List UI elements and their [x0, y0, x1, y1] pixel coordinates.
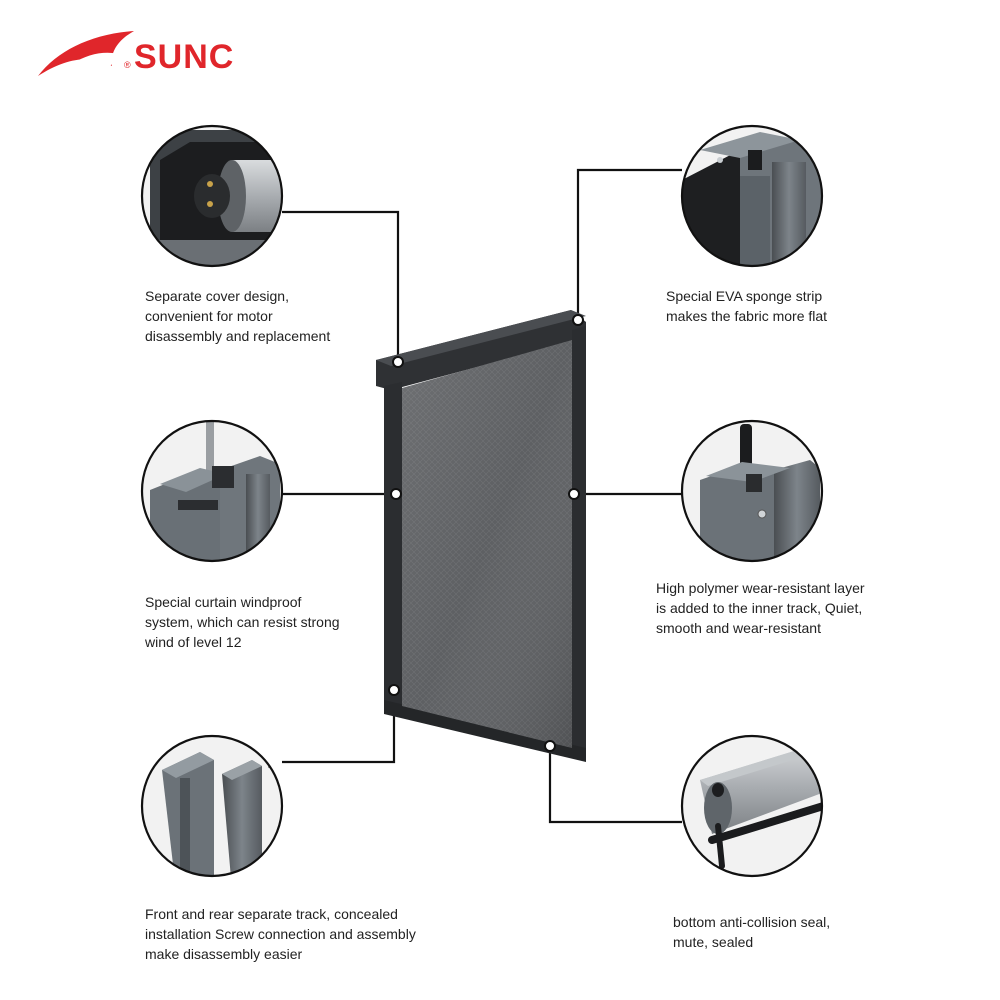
caption-eva-line-2: makes the fabric more flat [666, 308, 828, 324]
caption-seal-line-2: mute, sealed [673, 934, 754, 950]
leader-cover [282, 210, 400, 360]
point-seal [544, 740, 556, 752]
caption-seal-line-1: bottom anti-collision seal, [673, 914, 831, 930]
caption-cover-line-2: convenient for motor [145, 308, 273, 324]
detail-polymer-track [680, 419, 824, 563]
caption-windproof-line-1: Special curtain windproof [145, 594, 302, 610]
point-eva [572, 314, 584, 326]
caption-track: Front and rear separate track, concealed… [145, 904, 416, 964]
caption-polymer-line-2: is added to the inner track, Quiet, [656, 600, 863, 616]
side-track-left [384, 382, 402, 712]
caption-windproof-line-3: wind of level 12 [145, 634, 242, 650]
point-cover [392, 356, 404, 368]
point-polymer [568, 488, 580, 500]
caption-cover-line-3: disassembly and replacement [145, 328, 331, 344]
detail-cover-motor [140, 124, 284, 268]
caption-eva: Special EVA sponge strip makes the fabri… [666, 286, 827, 326]
brand-logo: ® SUNC [38, 31, 234, 76]
screen-product [376, 310, 586, 762]
caption-eva-line-1: Special EVA sponge strip [666, 288, 823, 304]
head-box-top [376, 310, 586, 366]
logo-wordmark: SUNC [134, 38, 234, 76]
caption-polymer-line-1: High polymer wear-resistant layer [656, 580, 865, 596]
point-track [388, 684, 400, 696]
detail-bottom-seal [680, 734, 824, 878]
leader-lines [282, 168, 682, 824]
caption-cover-line-1: Separate cover design, [145, 288, 289, 304]
caption-track-line-1: Front and rear separate track, concealed [145, 906, 398, 922]
logo-swoosh-tail-icon [72, 52, 126, 74]
leader-track [282, 690, 396, 764]
head-box [376, 310, 586, 390]
caption-windproof-line-2: system, which can resist strong [145, 614, 340, 630]
logo-swoosh-icon [38, 31, 134, 76]
caption-windproof: Special curtain windproof system, which … [145, 592, 340, 652]
caption-track-line-3: make disassembly easier [145, 946, 303, 962]
detail-windproof-track [140, 419, 284, 563]
detail-eva-strip [680, 124, 824, 268]
detail-separate-tracks [140, 734, 284, 878]
bottom-bar [384, 700, 586, 762]
caption-polymer: High polymer wear-resistant layer is add… [656, 578, 865, 638]
caption-cover: Separate cover design, convenient for mo… [145, 286, 330, 346]
caption-polymer-line-3: smooth and wear-resistant [656, 620, 821, 636]
mesh-shading [402, 340, 572, 748]
leader-seal [548, 748, 682, 824]
caption-track-line-2: installation Screw connection and assemb… [145, 926, 416, 942]
caption-seal: bottom anti-collision seal, mute, sealed [673, 912, 830, 952]
logo-registered-mark: ® [124, 60, 131, 70]
point-windproof [390, 488, 402, 500]
leader-eva [576, 168, 682, 318]
side-track-right [572, 326, 586, 760]
